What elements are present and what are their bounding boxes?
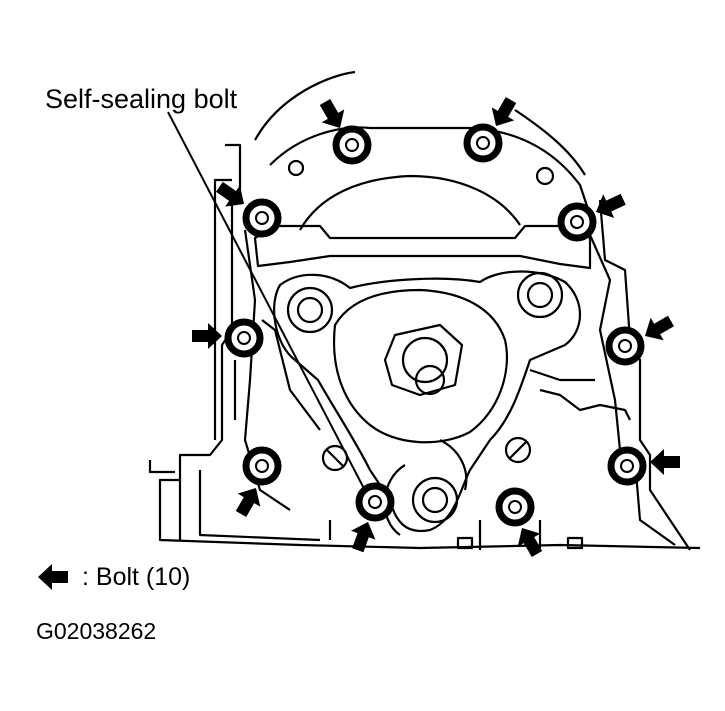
bolts [224,123,647,527]
arrow-icon [229,481,268,521]
callout-label: Self-sealing bolt [45,84,238,114]
bolt-3 [242,198,282,238]
bolt-6 [605,326,645,366]
bolt-1 [332,125,372,165]
arrow-icon [638,309,678,348]
legend-label: : Bolt (10) [82,563,191,591]
arrow-icon [590,187,629,224]
bolt-10 [495,487,535,527]
bolt-9 [355,482,395,522]
callout-line [167,111,371,501]
engine-outline [148,70,701,551]
bolt-5 [224,318,264,358]
bolt-7 [242,446,282,486]
arrow-icon [345,517,381,555]
arrow-icon [510,521,549,561]
bolt-4 [557,202,597,242]
bolt-2 [463,123,503,163]
legend-arrow-icon [38,564,68,590]
figure-id: G02038262 [36,618,157,644]
arrow-icon [650,449,680,475]
bolt-8 [607,446,647,486]
arrow-icon [192,323,222,349]
